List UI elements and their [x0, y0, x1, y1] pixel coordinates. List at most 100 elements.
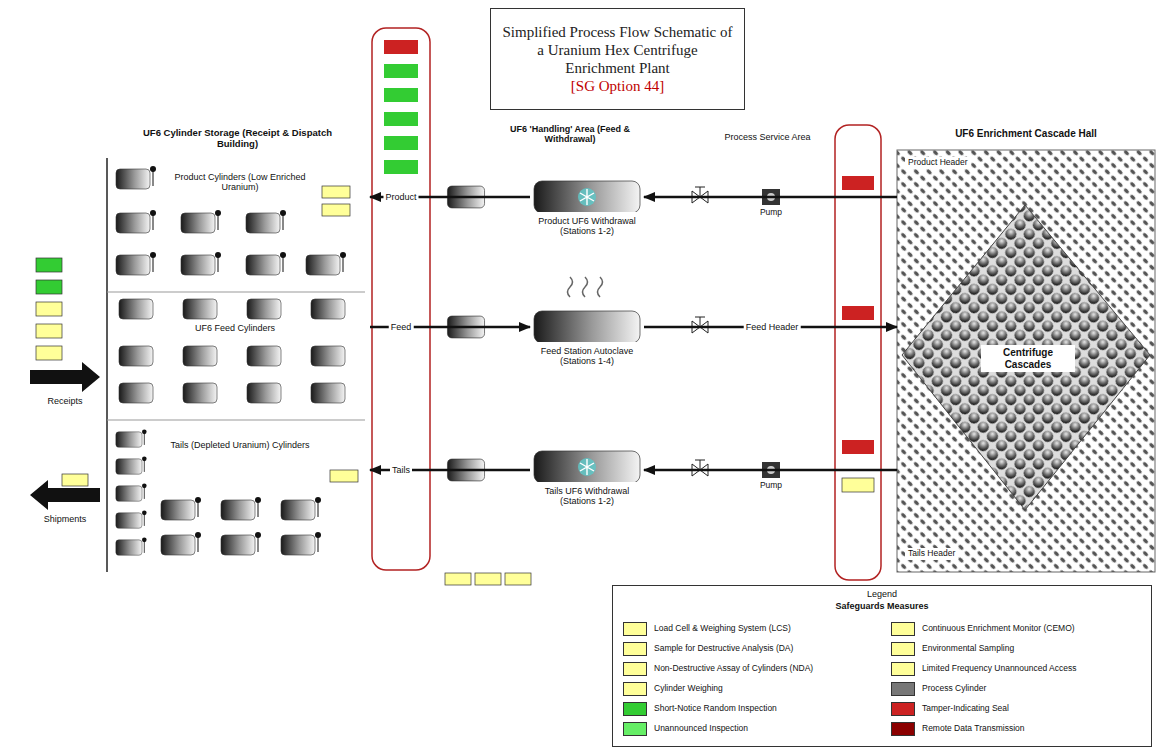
- legend-swatch: [891, 642, 915, 656]
- legend-entry: Process Cylinder: [891, 682, 1149, 696]
- station-node: Tails UF6 Withdrawal (Stations 1-2): [530, 440, 644, 510]
- legend-swatch: [623, 722, 647, 736]
- product-cylinders: [116, 166, 346, 275]
- safeguards-pill: [372, 28, 881, 580]
- safeguards-pill: [384, 160, 418, 174]
- transfer-cylinder: [447, 186, 484, 481]
- flow-arrow: [30, 362, 100, 510]
- station-label: Tails UF6 Withdrawal (Stations 1-2): [530, 486, 644, 507]
- measure-marker: [36, 324, 62, 338]
- legend-entry: Unannounced Inspection: [623, 722, 881, 736]
- area-label: UF6 'Handling' Area (Feed & Withdrawal): [490, 124, 650, 145]
- legend-swatch: [623, 682, 647, 696]
- heat-waves: [598, 277, 603, 297]
- area-label: Pump: [751, 481, 791, 491]
- safeguards-pill: [384, 40, 418, 54]
- legend-text: Cylinder Weighing: [654, 684, 723, 694]
- measure-marker: [62, 474, 88, 486]
- storage-frame: [107, 158, 365, 572]
- title-box: Simplified Process Flow Schematic of a U…: [490, 8, 745, 110]
- product-cylinders: [116, 166, 156, 189]
- flow-connector: [644, 196, 897, 199]
- legend-swatch: [891, 622, 915, 636]
- legend-entry: Continuous Enrichment Monitor (CEMO): [891, 622, 1149, 636]
- safeguards-pill: [842, 440, 874, 454]
- legend-swatch: [891, 682, 915, 696]
- cooling-symbol: [580, 189, 594, 205]
- safeguards-pill: [372, 28, 430, 570]
- legend-swatch: [891, 722, 915, 736]
- legend-entry: Short-Notice Random Inspection: [623, 702, 881, 716]
- feed-cylinders: [311, 346, 345, 366]
- feed-cylinders: [247, 346, 281, 366]
- legend-swatch: [891, 662, 915, 676]
- legend-entry: Sample for Destructive Analysis (DA): [623, 642, 881, 656]
- feed-cylinders: [311, 383, 345, 403]
- storage-frame: [107, 292, 365, 420]
- measure-marker: [475, 573, 501, 585]
- feed-cylinders: [183, 346, 217, 366]
- product-cylinders: [181, 252, 221, 275]
- heat-waves: [568, 277, 603, 297]
- tails-cylinders: [116, 511, 147, 529]
- legend-text: Tamper-Indicating Seal: [922, 704, 1009, 714]
- legend-entry: Limited Frequency Unannounced Access: [891, 662, 1149, 676]
- cooling-symbol: [580, 459, 594, 475]
- tails-cylinders: [116, 538, 147, 556]
- note-label: Safeguards Measures: [613, 601, 1151, 611]
- cascade-hall: [897, 150, 1155, 572]
- feed-cylinders: [119, 299, 345, 403]
- legend-text: Environmental Sampling: [922, 644, 1014, 654]
- measure-marker: [36, 346, 62, 360]
- safeguards-pill: [835, 125, 881, 580]
- valve-symbol: [695, 187, 705, 197]
- cascade-hall: [902, 205, 1150, 510]
- station-node: Feed Station Autoclave (Stations 1-4): [530, 300, 644, 370]
- heat-waves: [583, 277, 588, 297]
- measure-marker: [445, 573, 471, 585]
- area-label: Tails (Depleted Uranium) Cylinders: [160, 440, 320, 450]
- legend-swatch: [623, 662, 647, 676]
- area-heading: UF6 Cylinder Storage (Receipt & Dispatch…: [105, 125, 370, 153]
- valve-symbol: [695, 317, 705, 327]
- legend-entry: Non-Destructive Assay of Cylinders (NDA): [623, 662, 881, 676]
- cooling-symbol: [578, 188, 596, 206]
- product-cylinders: [116, 210, 156, 233]
- station-cylinder: [530, 440, 644, 482]
- legend-swatch: [623, 702, 647, 716]
- product-cylinders: [306, 252, 346, 275]
- safeguards-pill: [384, 88, 418, 102]
- measure-marker: [36, 258, 62, 272]
- note-label: Legend: [613, 589, 1151, 599]
- feed-cylinders: [119, 299, 153, 319]
- station-label: Feed Station Autoclave (Stations 1-4): [530, 346, 644, 367]
- cooling-symbol: [578, 458, 596, 476]
- safeguards-pill: [842, 478, 874, 492]
- tails-cylinders: [281, 532, 321, 555]
- legend-text: Short-Notice Random Inspection: [654, 704, 777, 714]
- legend-entry: Load Cell & Weighing System (LCS): [623, 622, 881, 636]
- heat-waves: [568, 277, 573, 297]
- feed-cylinders: [183, 383, 217, 403]
- valve-symbol: [692, 187, 708, 476]
- cascade-label: Centrifuge Cascades: [981, 345, 1075, 372]
- edge-label: Feed Header: [744, 320, 801, 334]
- safeguards-pill: [842, 306, 874, 320]
- area-label: Tails Header: [905, 548, 958, 560]
- legend-text: Continuous Enrichment Monitor (CEMO): [922, 624, 1075, 634]
- feed-cylinders: [247, 383, 281, 403]
- legend-text: Sample for Destructive Analysis (DA): [654, 644, 793, 654]
- station-cylinder: [534, 451, 640, 482]
- edge-label: Product: [383, 190, 418, 204]
- area-label: Pump: [751, 208, 791, 218]
- area-label: Process Service Area: [705, 132, 830, 142]
- product-cylinders: [181, 210, 221, 233]
- measure-marker: [322, 204, 350, 216]
- legend-entry: Environmental Sampling: [891, 642, 1149, 656]
- legend-text: Unannounced Inspection: [654, 724, 748, 734]
- flow-arrow: [30, 362, 100, 392]
- station-label: Product UF6 Withdrawal (Stations 1-2): [530, 216, 644, 237]
- legend-swatch: [623, 622, 647, 636]
- station-cylinder: [534, 311, 640, 342]
- legend-box: LegendSafeguards MeasuresLoad Cell & Wei…: [612, 585, 1152, 747]
